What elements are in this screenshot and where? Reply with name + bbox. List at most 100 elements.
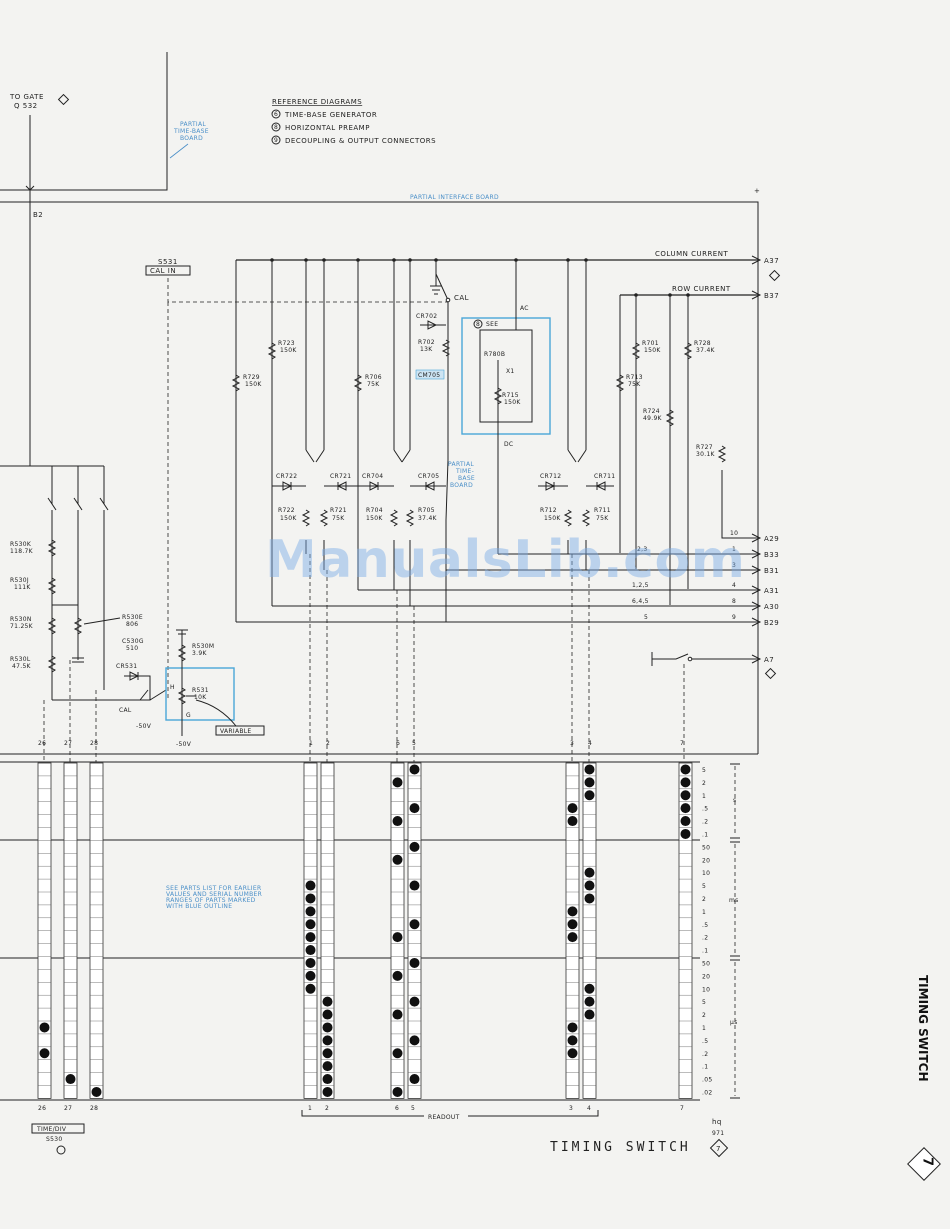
cam-dot-6-19 <box>392 1009 403 1020</box>
variable-box <box>215 725 265 736</box>
r705-ref: R705 <box>418 507 435 514</box>
cr722-ref: CR722 <box>276 473 297 480</box>
r712-ref: R712 <box>540 507 557 514</box>
col-hdr-2: 2 <box>326 740 330 747</box>
row-label-1: 2 <box>702 780 706 787</box>
watermark: ManualsLib.com <box>265 530 746 590</box>
gate-label-line1: TO GATE <box>9 93 44 101</box>
cam-dot-5-3 <box>409 803 420 814</box>
row-label-9: 5 <box>702 883 706 890</box>
c530g-ref: C530G <box>122 638 144 645</box>
see-ref-num: 8 <box>476 321 480 328</box>
cam-dot-6-1 <box>392 777 403 788</box>
r715-value: 150K <box>504 399 521 406</box>
row-label-8: 10 <box>702 870 710 877</box>
cal-switch-wire <box>435 273 449 622</box>
r780b-ref: R780B <box>484 351 505 358</box>
col-ftr-27: 27 <box>64 1105 72 1112</box>
cam-dot-6-7 <box>392 854 403 865</box>
row-label-4: .2 <box>702 819 708 826</box>
col-ftr-6: 6 <box>395 1105 399 1112</box>
cam-chart-row-labels: 521.5.2.1502010521.5.2.1502010521.5.2.1.… <box>702 767 712 1097</box>
x1-label: X1 <box>506 368 515 375</box>
cam-dot-5-12 <box>409 919 420 930</box>
timebase-board-line3: BOARD <box>180 135 203 142</box>
r723-value: 150K <box>280 347 297 354</box>
cam-dot-4-1 <box>584 777 595 788</box>
col-ftr-1: 1 <box>308 1105 312 1112</box>
r706-ref: R706 <box>365 374 382 381</box>
cam-dot-4-17 <box>584 983 595 994</box>
r704-ref: R704 <box>366 507 383 514</box>
cal-switch2 <box>139 689 167 701</box>
resistors-upper <box>231 339 727 463</box>
row-label-11: 1 <box>702 909 706 916</box>
cam-dot-5-6 <box>409 841 420 852</box>
r712-value: 150K <box>544 515 561 522</box>
cr721-ref: CR721 <box>330 473 351 480</box>
hq-num: 971 <box>712 1130 724 1137</box>
row-label-2: 1 <box>702 793 706 800</box>
col-hdr-1: 1 <box>309 740 313 747</box>
cam-dot-3-20 <box>567 1022 578 1033</box>
cam-dot-1-11 <box>305 906 316 917</box>
page-number: 7 <box>919 1156 935 1167</box>
timebase-board-line2: TIME-BASE <box>173 128 209 135</box>
r530k-ref: R530K <box>10 541 32 548</box>
cam-dot-1-10 <box>305 893 316 904</box>
cam-dot-4-9 <box>584 880 595 891</box>
a37-arrow <box>751 255 762 265</box>
title-ref-icon <box>709 1138 729 1158</box>
cam-dot-3-13 <box>567 932 578 943</box>
cam-dot-1-12 <box>305 919 316 930</box>
col-ftr-26: 26 <box>38 1105 46 1112</box>
r530m-value: 3.9K <box>192 650 207 657</box>
cam-dot-7-3 <box>680 803 691 814</box>
r722-value: 150K <box>280 515 297 522</box>
b31-label: B31 <box>764 567 779 575</box>
cam-dot-6-25 <box>392 1086 403 1097</box>
r530n-ref: R530N <box>10 616 32 623</box>
variable-pointer <box>195 699 237 727</box>
cam-dot-2-22 <box>322 1048 333 1059</box>
see-label: SEE <box>486 321 498 328</box>
cam-dot-1-9 <box>305 880 316 891</box>
r530j-ref: R530J <box>10 577 29 584</box>
r530m-ref: R530M <box>192 643 214 650</box>
cam-dot-3-22 <box>567 1048 578 1059</box>
r728-ref: R728 <box>694 340 711 347</box>
cam-dot-6-16 <box>392 970 403 981</box>
cam-dot-4-0 <box>584 764 595 775</box>
bus-label-2: 1,2,5 <box>632 582 649 589</box>
cam-dot-7-1 <box>680 777 691 788</box>
unit-us: µs <box>730 1019 738 1026</box>
r724-value: 49.9K <box>643 415 663 422</box>
b33-label: B33 <box>764 551 779 559</box>
col-ftr-28: 28 <box>90 1105 98 1112</box>
gate-label-line2: Q 532 <box>14 102 38 110</box>
readout-label: READOUT <box>428 1114 460 1121</box>
column-current-label: COLUMN CURRENT <box>655 250 728 258</box>
wire-num-1: 1 <box>732 546 736 553</box>
cal-in-box <box>145 265 191 276</box>
left-resistors <box>47 539 83 673</box>
r530m-resistor <box>177 644 187 662</box>
row-label-0: 5 <box>702 767 706 774</box>
r531-value: 10K <box>194 694 207 701</box>
r702-ref: R702 <box>418 339 435 346</box>
row-label-23: .1 <box>702 1064 708 1071</box>
c530g-value: 510 <box>126 645 138 652</box>
cr704-ref: CR704 <box>362 473 383 480</box>
cam-dot-2-24 <box>322 1074 333 1085</box>
r727-ref: R727 <box>696 444 713 451</box>
row-label-6: 50 <box>702 844 710 851</box>
b2-label: B2 <box>33 211 43 219</box>
blue-note-line1: SEE PARTS LIST FOR EARLIER <box>166 885 261 892</box>
ref-item-1-label: TIME-BASE GENERATOR <box>284 111 377 119</box>
row-label-25: .02 <box>702 1090 712 1097</box>
cm705-ref: CM705 <box>418 372 440 379</box>
blue-note-line2: VALUES AND SERIAL NUMBER <box>166 891 262 898</box>
r780b-wiring <box>497 300 517 554</box>
corner-plus: + <box>754 187 760 195</box>
